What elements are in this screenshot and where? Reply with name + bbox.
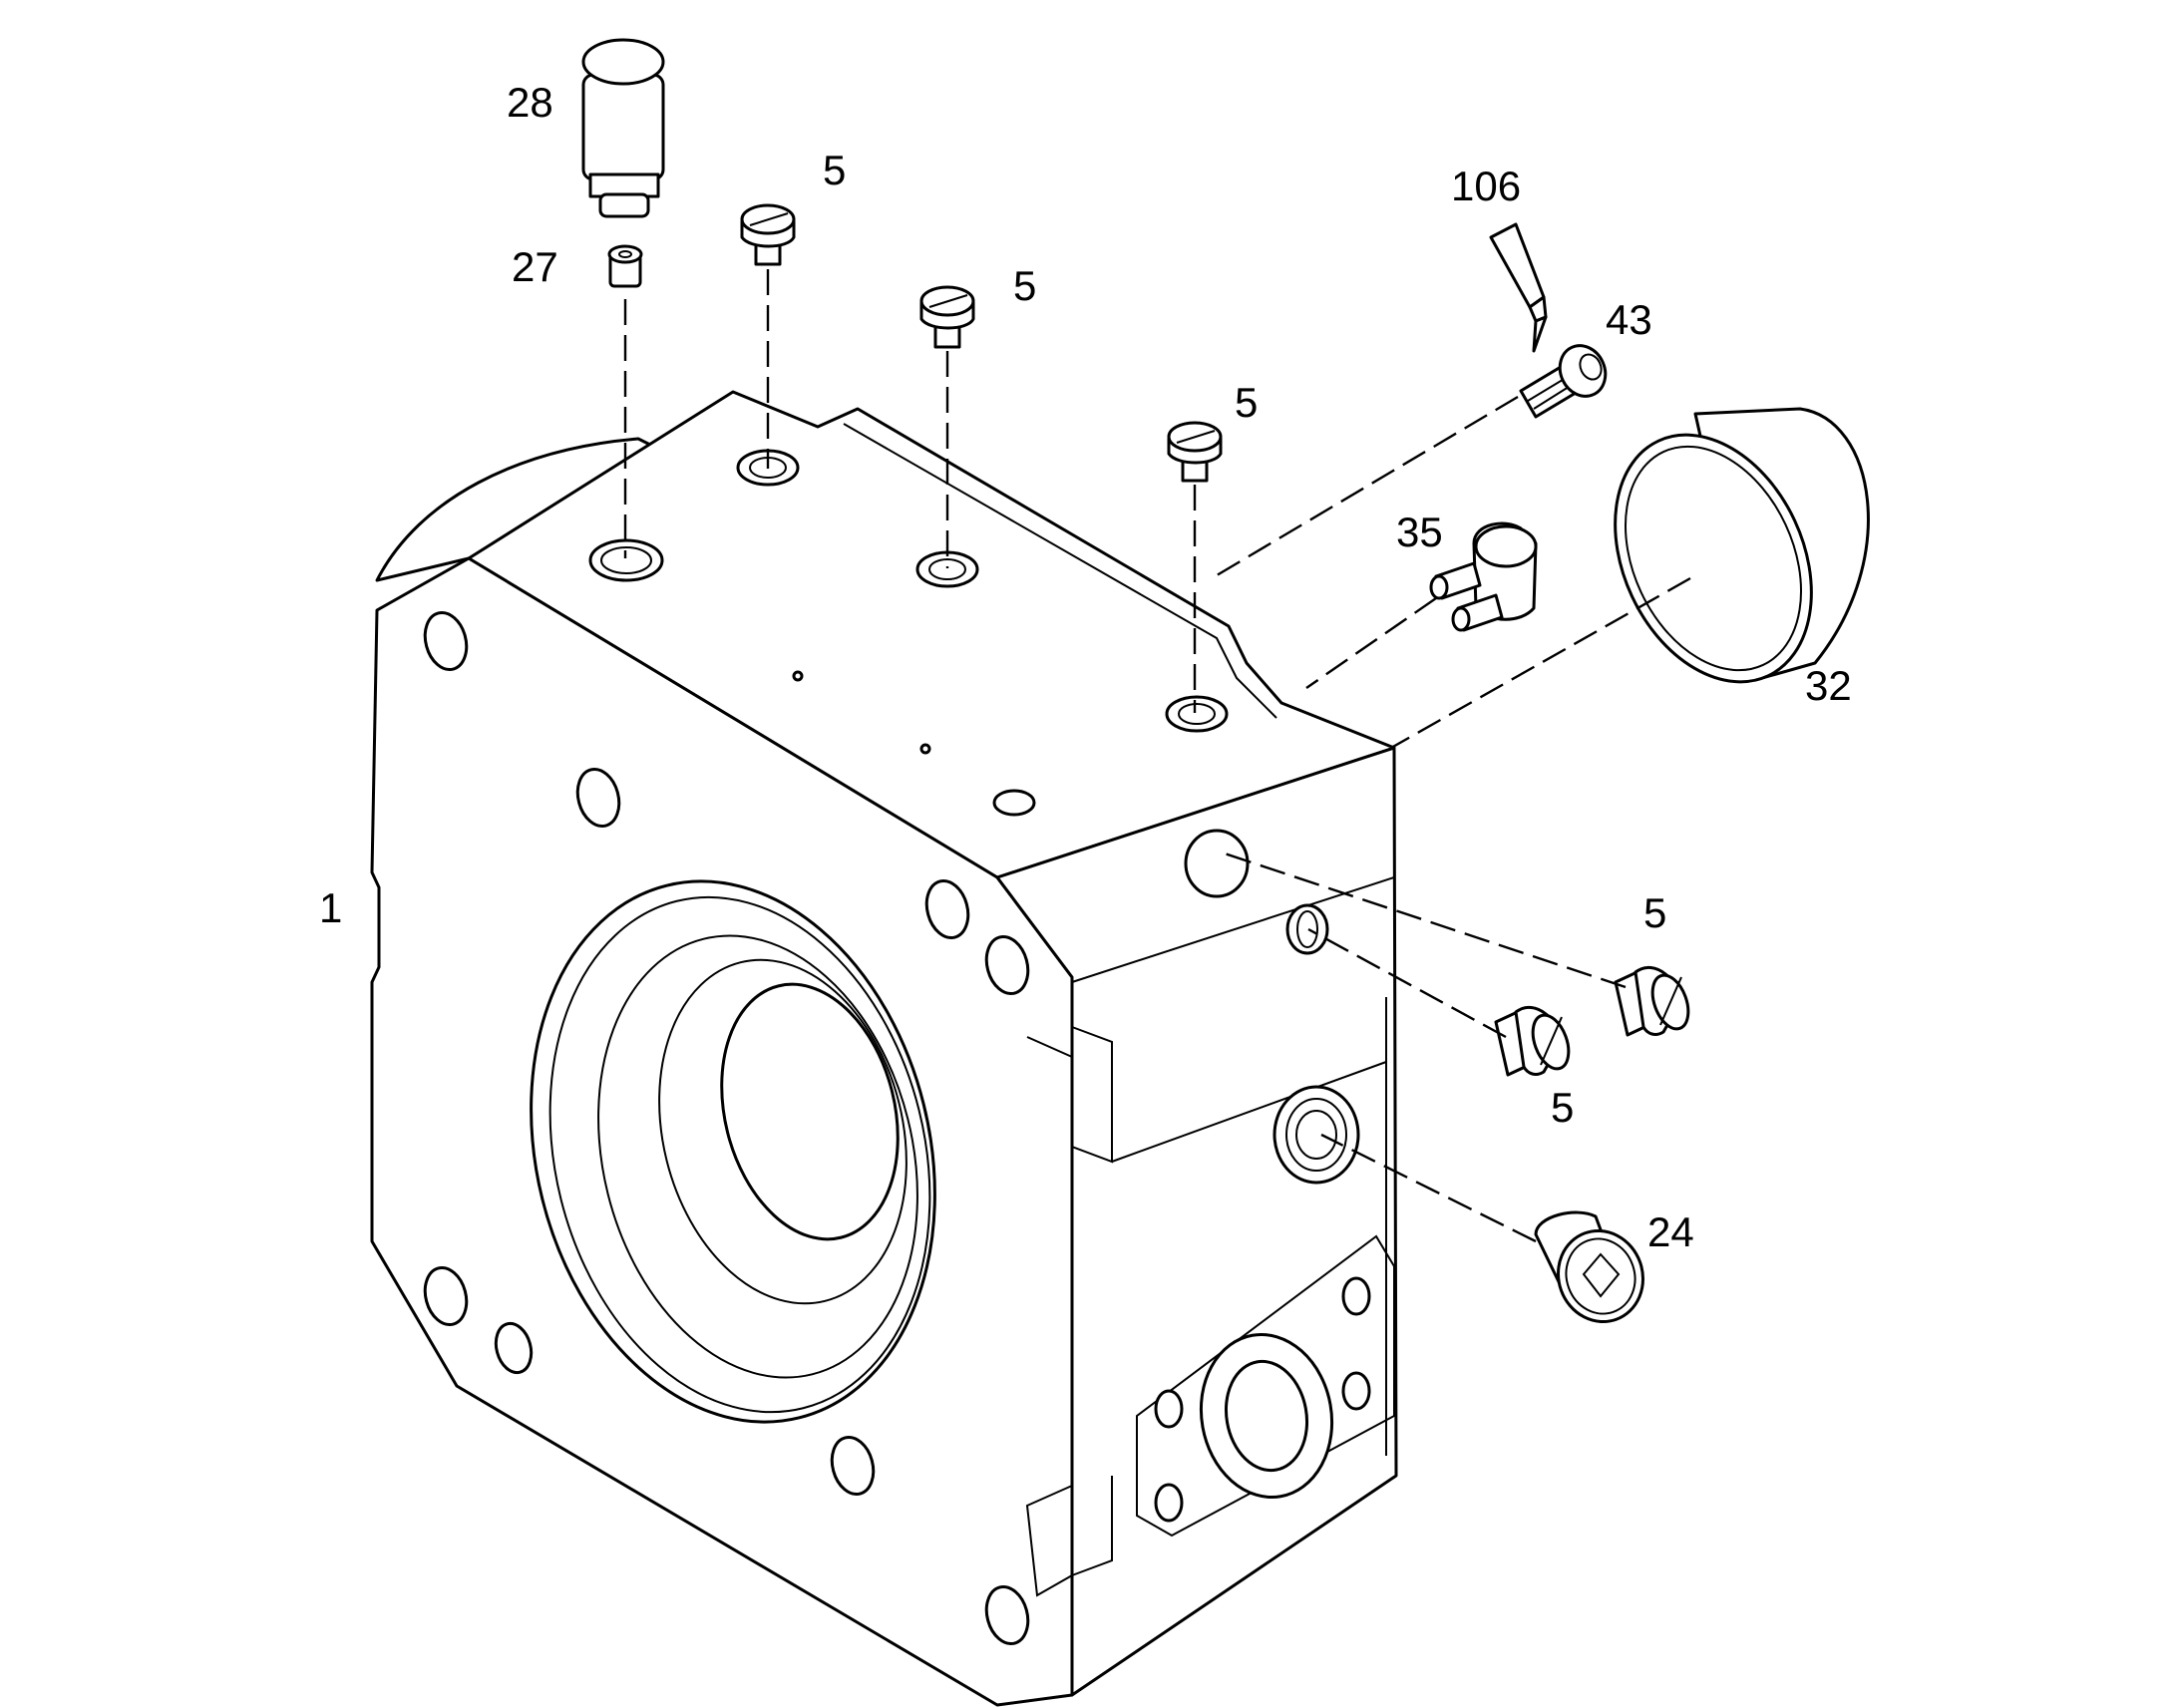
part-5-screw-d[interactable]: [1614, 965, 1695, 1037]
callout-24: 24: [1647, 1208, 1694, 1255]
callout-labels: 1 28 27 5 5 5 106 43 35 32 5 5 24: [319, 79, 1852, 1255]
callout-1: 1: [319, 884, 342, 931]
callout-27: 27: [512, 243, 558, 290]
callout-5-c: 5: [1235, 379, 1258, 426]
callout-5-b: 5: [1013, 262, 1036, 309]
part-27-nut[interactable]: [607, 244, 643, 288]
callout-35: 35: [1396, 509, 1443, 555]
part-35-insert[interactable]: [1429, 521, 1538, 632]
callout-106: 106: [1451, 163, 1521, 209]
callout-5-d: 5: [1643, 889, 1666, 936]
part-106-sealant-tube[interactable]: [1489, 222, 1548, 353]
housing-part-1[interactable]: [370, 390, 1398, 1707]
side-port-large: [1184, 829, 1250, 898]
part-28-plug[interactable]: [581, 38, 665, 218]
callout-5-a: 5: [823, 147, 846, 193]
part-5-screw-a[interactable]: [740, 203, 796, 266]
assembly-leader-lines: [623, 269, 1691, 1243]
callout-28: 28: [507, 79, 553, 126]
part-32-sleeve[interactable]: [1577, 403, 1870, 714]
callout-32: 32: [1805, 662, 1852, 709]
part-5-screw-b[interactable]: [919, 285, 975, 349]
part-43-screw[interactable]: [1519, 338, 1614, 419]
callout-43: 43: [1606, 296, 1652, 343]
part-24-hex-plug[interactable]: [1534, 1210, 1655, 1334]
callout-5-e: 5: [1551, 1084, 1574, 1131]
part-5-screw-c[interactable]: [1167, 421, 1223, 483]
part-5-screw-e[interactable]: [1494, 1005, 1576, 1077]
